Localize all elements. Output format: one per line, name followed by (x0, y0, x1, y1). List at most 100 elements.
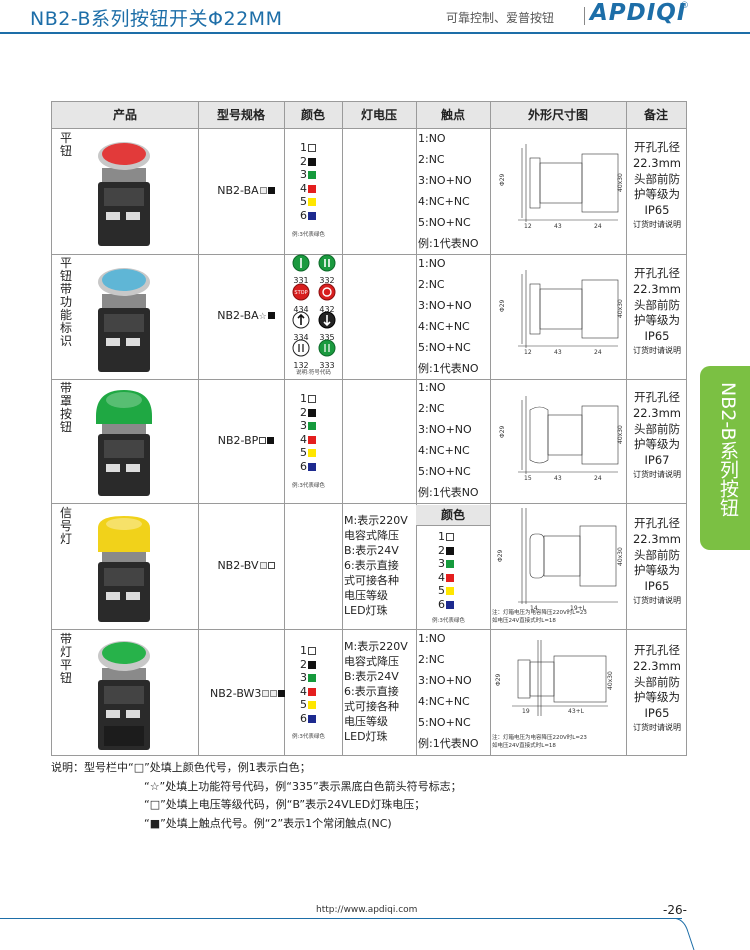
contact-option: 3:NO+NO (418, 299, 472, 312)
contact-option: 1:NO (418, 381, 446, 394)
svg-text:40x30: 40x30 (607, 671, 614, 690)
page-title: NB2-B系列按钮开关Φ22MM (30, 8, 283, 30)
color-option: 1 (300, 141, 328, 155)
col-divider (342, 102, 343, 755)
function-symbol-bars: 132 (288, 339, 314, 370)
svg-text:STOP: STOP (294, 290, 307, 296)
svg-text:43: 43 (554, 349, 562, 356)
contact-option: 5:NO+NC (418, 341, 471, 354)
color-option: 6 (300, 460, 328, 474)
color-option: 5 (300, 698, 328, 712)
color-swatch (308, 422, 316, 430)
function-symbol-down: 335 (314, 311, 340, 342)
svg-text:Φ29: Φ29 (499, 299, 506, 312)
svg-text:43: 43 (554, 223, 562, 230)
svg-text:40x30: 40x30 (617, 299, 624, 318)
svg-text:Φ29: Φ29 (497, 549, 504, 562)
up-icon (292, 311, 310, 329)
contact-option: 4:NC+NC (418, 444, 470, 457)
footer-rule (0, 918, 682, 919)
remark: 开孔孔径 22.3mm 头部前防 护等级为 IP65 订货时请说明 (632, 643, 681, 732)
svg-text:14: 14 (530, 605, 538, 612)
color-swatch (308, 198, 316, 206)
color-option: 6 (300, 712, 328, 726)
lamp-lens (98, 516, 150, 552)
color-swatch (308, 435, 316, 444)
contact-option: 3:NO+NO (418, 674, 472, 687)
color-swatch (308, 449, 316, 457)
svg-text:Φ29: Φ29 (499, 425, 506, 438)
function-symbol-bars-green: 333 (314, 339, 340, 370)
contact-option: 5:NO+NC (418, 716, 471, 729)
col-divider (490, 102, 491, 755)
color-swatch (308, 714, 316, 723)
contact-option: 3:NO+NO (418, 423, 472, 436)
button-cap (102, 642, 146, 664)
stop-icon: STOP (292, 283, 310, 301)
contact-option: 1:NO (418, 132, 446, 145)
col-header-drawing: 外形尺寸图 (527, 108, 588, 122)
color-option: 5 (438, 584, 466, 598)
button-cap (102, 143, 146, 165)
contact-option: 例:1代表NO (418, 737, 479, 750)
svg-text:19+L: 19+L (570, 605, 587, 612)
header-separator (584, 7, 585, 25)
model-code: NB2-BA☆ (210, 309, 282, 322)
dimension-drawing: Φ29 40x30 15 43 24 (499, 396, 624, 482)
color-swatch (308, 144, 316, 152)
notes-line: “□”处填上颜色代号，例1表示白色； (128, 761, 311, 774)
section-side-tab: NB2-B系列按钮 (700, 366, 750, 550)
model-code: NB2-BW3 (210, 687, 286, 700)
color-option: 1 (300, 392, 328, 406)
color-swatch (446, 560, 454, 568)
color-swatch (308, 184, 316, 193)
svg-text:24: 24 (594, 223, 602, 230)
slogan: 可靠控制、爱普按钮 (446, 11, 555, 25)
notes: 说明：型号栏中“□”处填上颜色代号，例1表示白色； “☆”处填上功能符号代码，例… (51, 759, 462, 833)
bars-icon (292, 339, 310, 357)
flat-button-photo (98, 142, 150, 246)
color-swatch (308, 701, 316, 709)
color-swatch (308, 171, 316, 179)
model-code: NB2-BV (210, 559, 282, 572)
button-shroud (96, 390, 152, 424)
start-icon (292, 254, 310, 272)
color-option: 2 (300, 155, 328, 169)
contact-option: 5:NO+NC (418, 465, 471, 478)
product-name: 带罩按钮 (60, 381, 73, 434)
contact-option: 2:NC (418, 653, 445, 666)
function-symbol-start: 331 (288, 254, 314, 285)
row-divider (52, 629, 686, 630)
color-swatch (446, 533, 454, 541)
color-option: 2 (438, 544, 466, 558)
color-option: 5 (300, 446, 328, 460)
contact-list: 1:NO 2:NC 3:NO+NO 4:NC+NC 5:NO+NC 例:1代表NO (418, 628, 492, 754)
contact-option: 4:NC+NC (418, 695, 470, 708)
illuminated-button-photo (98, 641, 150, 750)
product-name: 平钮带功能标识 (60, 256, 73, 348)
svg-text:12: 12 (524, 223, 532, 230)
svg-text:12: 12 (524, 349, 532, 356)
col-header-voltage: 灯电压 (360, 108, 397, 122)
remark: 开孔孔径 22.3mm 头部前防 护等级为 IP67 订货时请说明 (632, 390, 681, 479)
product-name: 信号灯 (60, 506, 73, 546)
color-option: 2 (300, 406, 328, 420)
svg-text:15: 15 (524, 475, 532, 482)
contact-option: 2:NC (418, 153, 445, 166)
color-swatch (308, 462, 316, 471)
contact-option: 1:NO (418, 632, 446, 645)
color-option: 3 (438, 557, 466, 571)
svg-text:40x30: 40x30 (617, 425, 624, 444)
contact-option: 4:NC+NC (418, 320, 470, 333)
svg-text:43: 43 (554, 475, 562, 482)
svg-text:24: 24 (594, 475, 602, 482)
col-header-contact: 触点 (440, 108, 465, 122)
col-header-product: 产品 (112, 108, 137, 122)
color-option: 4 (438, 571, 466, 585)
